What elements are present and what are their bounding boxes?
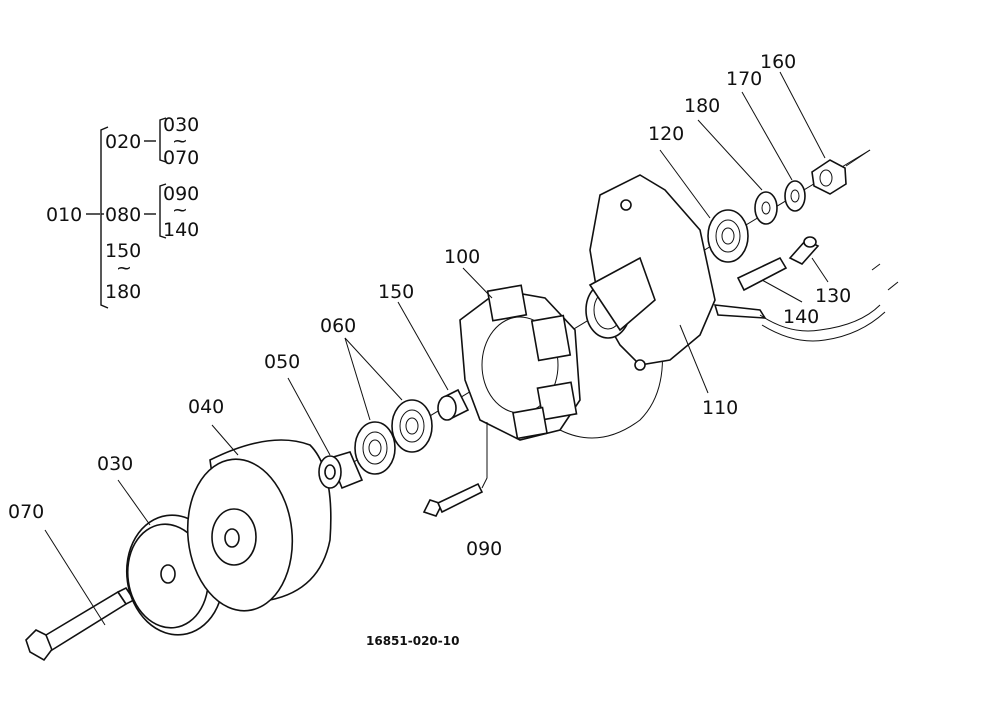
tree-branch-080-tilde: ~ — [172, 199, 188, 221]
part-180-washer — [754, 191, 778, 225]
tree-branch-020-to: 070 — [163, 147, 199, 169]
tree-branch-080-to: 140 — [163, 219, 199, 241]
tree-range-to: 180 — [105, 281, 141, 303]
callout-030: 030 — [97, 453, 133, 475]
part-070-bolt — [25, 586, 136, 662]
drawing-code: 16851-020-10 — [366, 634, 459, 648]
callout-labels: 070 030 040 050 060 150 100 090 120 180 … — [8, 51, 851, 560]
part-090-screw — [422, 422, 488, 517]
part-060-bearing-a — [354, 421, 396, 475]
tree-branch-020-from: 030 — [163, 114, 199, 136]
callout-140: 140 — [783, 306, 819, 328]
part-140-regulator — [736, 256, 886, 342]
callout-050: 050 — [264, 351, 300, 373]
tree-branch-020-tilde: ~ — [172, 130, 188, 152]
part-150-bushing — [437, 388, 470, 421]
callout-060: 060 — [320, 315, 356, 337]
callout-100: 100 — [444, 246, 480, 268]
callout-170: 170 — [726, 68, 762, 90]
part-160-nut — [811, 159, 847, 195]
tree-range-from: 150 — [105, 240, 141, 262]
part-100-stator — [459, 284, 663, 441]
part-050-spacer — [318, 451, 364, 490]
callout-040: 040 — [188, 396, 224, 418]
tree-range-tilde: ~ — [116, 257, 132, 279]
callout-090: 090 — [466, 538, 502, 560]
part-130-connector — [788, 236, 899, 291]
callout-180: 180 — [684, 95, 720, 117]
callout-150: 150 — [378, 281, 414, 303]
callout-110: 110 — [702, 397, 738, 419]
part-120-bearing — [707, 209, 749, 263]
callout-120: 120 — [648, 123, 684, 145]
part-110-housing — [585, 174, 767, 371]
tree-branch-080: 080 — [105, 204, 141, 226]
callout-070: 070 — [8, 501, 44, 523]
part-060-bearing-b — [391, 399, 433, 453]
tree-branch-020: 020 — [105, 131, 141, 153]
assembly-tree: 010 020 030 ~ 070 080 090 ~ 140 150 ~ 18… — [46, 114, 199, 309]
part-170-lockwasher — [784, 180, 806, 212]
tree-branch-080-from: 090 — [163, 183, 199, 205]
callout-130: 130 — [815, 285, 851, 307]
callout-160: 160 — [760, 51, 796, 73]
tree-root: 010 — [46, 204, 82, 226]
callout-leaders — [44, 71, 829, 626]
